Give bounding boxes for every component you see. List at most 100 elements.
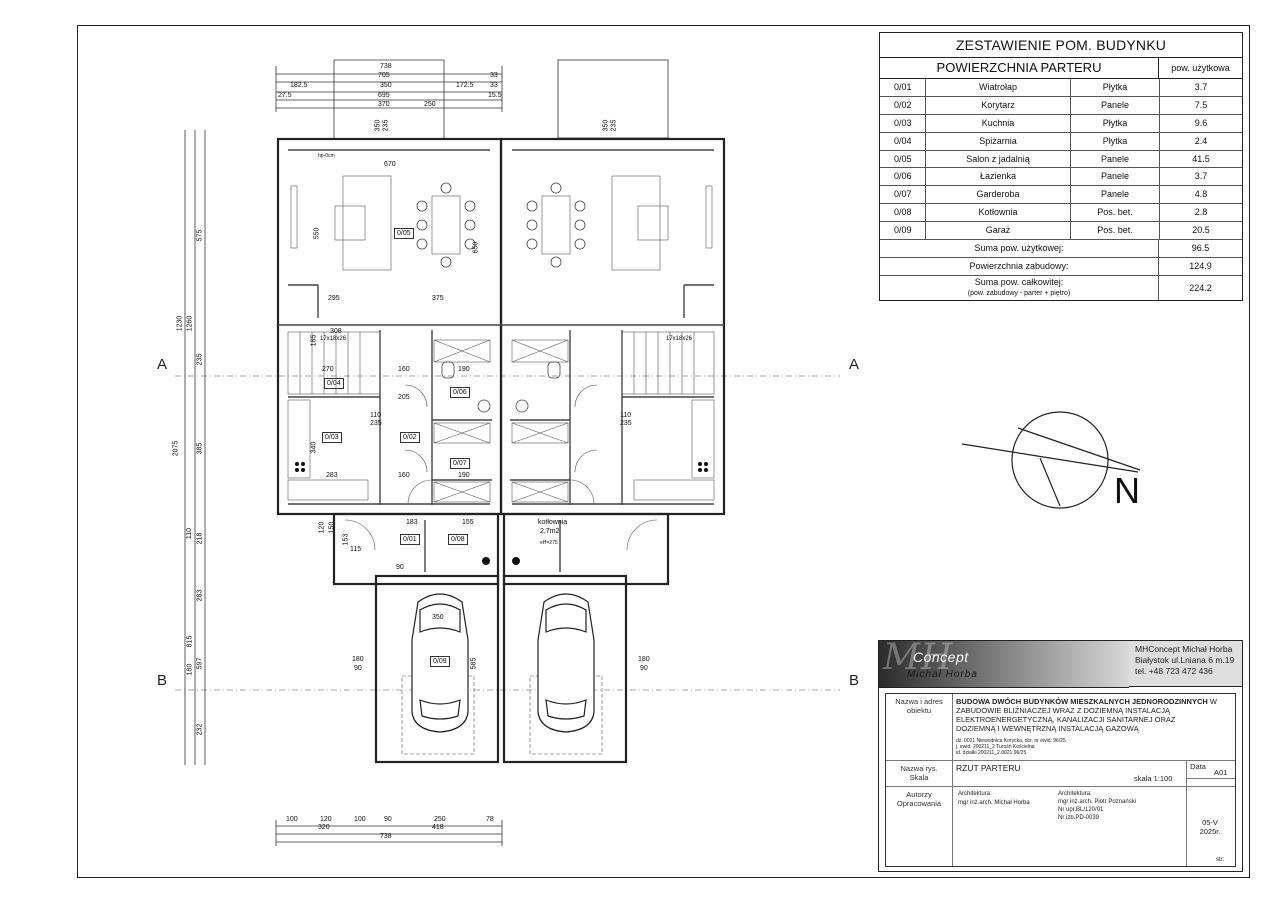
architect-2-licence: Nr upr.BL/120/01: [1058, 807, 1104, 813]
object-desc-3: DOZIEMNĄ I WEWNĘTRZNĄ INSTALACJĄ GAZOWĄ: [956, 724, 1139, 733]
dim-160: 160: [398, 366, 410, 373]
dim-585: 585: [470, 657, 478, 670]
room-area: 2.8: [1194, 207, 1208, 218]
dim-308: 308: [330, 328, 342, 335]
room-name: Garderoba: [926, 186, 1071, 204]
dim-top-370: 370: [378, 101, 390, 108]
dim-left-232: 232: [196, 723, 204, 736]
dim-bottom-78: 78: [486, 816, 494, 823]
schedule-header: POWIERZCHNIA PARTERU pow. użytkowa: [880, 58, 1242, 79]
built-area-row: Powierzchnia zabudowy: 124.9: [880, 258, 1242, 277]
dim-left-815: 815: [186, 635, 194, 648]
boiler-room-area: 2,7m2: [540, 528, 560, 535]
total-area-value: 224.2: [1189, 283, 1212, 294]
table-row: 0/01 Wiatrołap Płytka 3.7: [880, 79, 1242, 97]
table-row: 0/08 Kotłownia Pos. bet. 2.8: [880, 204, 1242, 223]
table-row: 0/09 Garaż Pos. bet. 20.5: [880, 222, 1242, 241]
room-area: 2.4: [1194, 135, 1208, 146]
sum-usable-label: Suma pow. użytkowej:: [880, 240, 1159, 258]
dim-550: 550: [313, 227, 321, 240]
dim-bottom-90: 90: [384, 816, 392, 823]
room-floor: Pos. bet.: [1071, 222, 1160, 240]
title-block: MH Concept Michał Horba MHConcept Michał…: [878, 640, 1243, 872]
dim-270: 270: [322, 366, 334, 373]
dim-left-283: 283: [196, 589, 204, 602]
sum-usable-row: Suma pow. użytkowej: 96.5: [880, 240, 1242, 259]
dim-295: 295: [328, 295, 340, 302]
section-marker-a-left: A: [157, 356, 168, 373]
dim-190: 190: [458, 366, 470, 373]
dim-top-172: 172.5: [456, 82, 474, 89]
dim-left-385: 385: [196, 442, 204, 455]
room-tag-0-07: 0/07: [450, 458, 470, 469]
title-block-fields: Nazwa i adres obiektu BUDOWA DWÓCH BUDYN…: [885, 693, 1236, 867]
section-marker-b-left: B: [157, 672, 168, 689]
dim-283: 283: [326, 472, 338, 479]
room-number: 0/04: [880, 132, 926, 150]
boiler-room-height: eH=275: [540, 540, 558, 546]
dim-115: 115: [350, 546, 362, 553]
room-floor: Płytka: [1071, 114, 1160, 132]
room-tag-0-03: 0/03: [322, 432, 342, 443]
drawing-scale: skala 1:100: [1134, 774, 1173, 783]
object-label: Nazwa i adres obiektu: [895, 697, 943, 715]
room-name: Wiatrołap: [926, 79, 1071, 96]
architect-1-role: Architektura:: [958, 791, 992, 797]
sum-usable-value: 96.5: [1191, 243, 1210, 254]
table-row: 0/02 Korytarz Panele 7.5: [880, 96, 1242, 115]
dim-375: 375: [432, 295, 444, 302]
dim-bottom-120: 120: [320, 816, 332, 823]
dim-top-182: 182.5: [290, 82, 308, 89]
architect-2-name: mgr inż.arch. Piotr Poznański: [1058, 799, 1137, 805]
dim-left-2075: 2075: [172, 440, 180, 457]
object-desc-1: ZABUDOWIE BLIŹNIACZEJ WRAZ Z DOZIEMNĄ IN…: [956, 706, 1171, 715]
room-name: Spiżarnia: [926, 132, 1071, 150]
dim-bottom-418: 418: [432, 824, 444, 831]
section-marker-b-right: B: [849, 672, 860, 689]
dim-90-left: 90: [354, 665, 362, 672]
object-title-tail: W: [1209, 697, 1217, 706]
room-tag-0-04: 0/04: [324, 378, 344, 389]
dim-top-15: 15.5: [488, 92, 502, 99]
room-tag-0-02: 0/02: [400, 432, 420, 443]
table-row: 0/04 Spiżarnia Płytka 2.4: [880, 132, 1242, 151]
boiler-room-label: kotłownia: [538, 519, 568, 526]
dim-left-1260: 1260: [186, 315, 194, 332]
room-tag-0-06: 0/06: [450, 387, 470, 398]
dim-left-218: 218: [196, 532, 204, 545]
logo-brand: Concept: [913, 649, 969, 665]
room-tag-0-09: 0/09: [430, 656, 450, 667]
dim-235-right: 235: [620, 420, 632, 427]
stairs-note-left: 17x18x26: [320, 336, 347, 342]
dim-180-left: 180: [352, 656, 364, 663]
logo-person: Michał Horba: [907, 669, 978, 680]
page-label: str:: [1216, 857, 1225, 863]
room-name: Kotłownia: [926, 204, 1071, 222]
dim-left-575: 575: [196, 229, 204, 242]
dim-183: 183: [406, 519, 418, 526]
dim-190b: 190: [458, 472, 470, 479]
room-area: 3.7: [1194, 171, 1208, 182]
dim-top-350: 350: [380, 82, 392, 89]
room-name: Garaż: [926, 222, 1071, 240]
dim-top-27: 27.5: [278, 92, 292, 99]
dim-top-250: 250: [424, 101, 436, 108]
dim-left-597: 597: [196, 657, 204, 670]
date-label: Data: [1190, 762, 1206, 771]
dim-153: 153: [342, 533, 350, 546]
total-area-note: (pow. zabudowy - parter + piętro): [967, 290, 1071, 298]
dim-left-1230: 1230: [176, 315, 184, 332]
room-number: 0/02: [880, 96, 926, 114]
dim-350-garage: 350: [432, 614, 444, 621]
room-floor: Pos. bet.: [1071, 204, 1160, 222]
section-marker-a-right: A: [849, 356, 860, 373]
authors-label: Autorzy Opracowania: [896, 790, 942, 808]
room-floor: Panele: [1071, 168, 1160, 186]
dim-110: 110: [370, 412, 382, 419]
company-phone: tel. +48 723 472 436: [1135, 666, 1213, 676]
dim-350-top-right: 350: [602, 119, 610, 132]
architect-2-role: Architektura:: [1058, 791, 1092, 797]
dim-180-right: 180: [638, 656, 650, 663]
dim-650: 650: [472, 241, 480, 254]
table-row: 0/06 Łazienka Panele 3.7: [880, 168, 1242, 187]
